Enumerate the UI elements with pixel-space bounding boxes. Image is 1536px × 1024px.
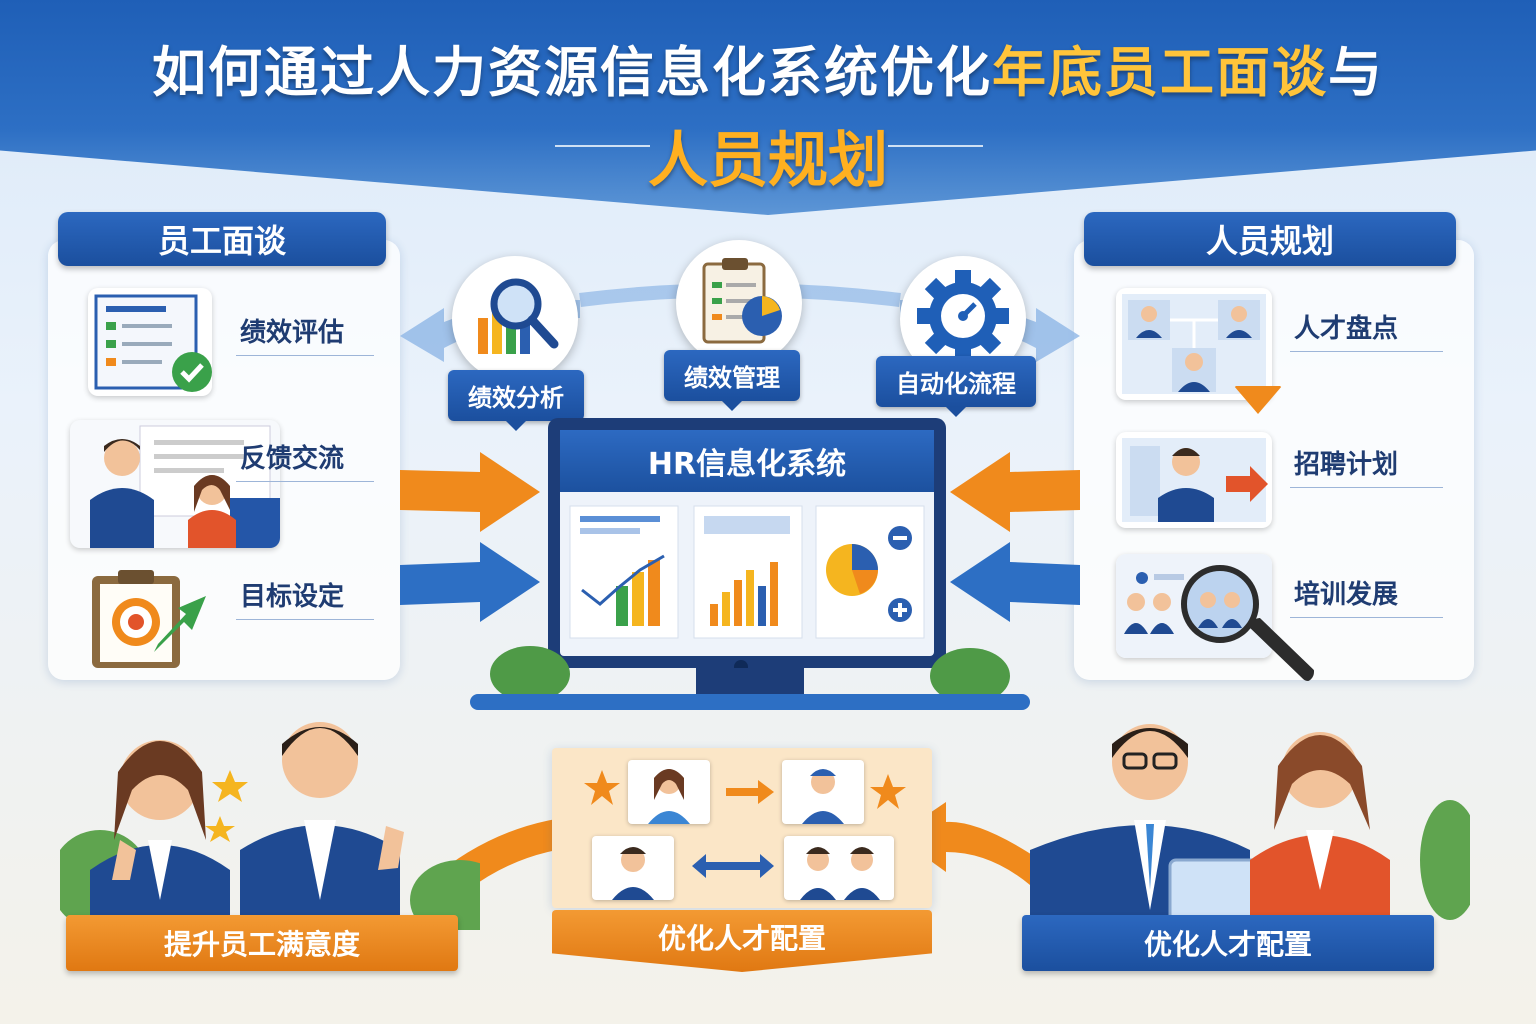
title-main: 如何通过人力资源信息化系统优化 [152, 41, 992, 104]
title-tail: 与 [1328, 41, 1384, 104]
swap-arrow-icon [688, 848, 778, 884]
employee-card-1 [628, 760, 710, 824]
orange-arrow-left [400, 452, 540, 532]
star-icon-small-2 [205, 816, 235, 842]
checklist-document-icon [88, 288, 212, 396]
feature-tag-2: 绩效管理 [664, 350, 800, 411]
right-item-label-3: 培训发展 [1290, 574, 1443, 618]
left-item-label-2: 反馈交流 [236, 438, 374, 482]
right-item-label-2: 招聘计划 [1290, 444, 1443, 488]
right-bottom-banner: 优化人才配置 [1022, 915, 1434, 971]
talent-config-box [552, 748, 932, 908]
star-icon-right [868, 772, 908, 812]
left-item-label-3: 目标设定 [236, 576, 374, 620]
monitor-stand [470, 646, 1030, 710]
staff-planning-title: 人员规划 [1084, 212, 1456, 266]
blue-arrow-left [400, 542, 540, 622]
thumbs-up-left [112, 840, 136, 880]
chart-magnifier-icon [452, 256, 578, 382]
page-subtitle: 人员规划 [648, 126, 888, 196]
employee-card-2 [782, 760, 864, 824]
monitor-screen: HR信息化系统 [560, 430, 934, 656]
employee-card-3 [592, 836, 674, 900]
title-highlight: 年底员工面谈 [992, 41, 1328, 104]
down-arrow-icon [1232, 384, 1284, 416]
hr-system-monitor: HR信息化系统 [548, 418, 946, 674]
star-icon-left [582, 768, 622, 808]
page-title: 如何通过人力资源信息化系统优化年底员工面谈与 [0, 28, 1536, 107]
orange-arrow-right [950, 452, 1080, 532]
employee-card-4 [784, 836, 894, 900]
star-icon-small-1 [212, 770, 248, 802]
team-magnifier-icon [1116, 554, 1272, 658]
feature-tag-3: 自动化流程 [876, 356, 1036, 417]
dashboard-widgets [569, 505, 925, 639]
system-title: HR信息化系统 [560, 430, 934, 492]
title-decoration-left [555, 145, 650, 147]
left-bottom-banner: 提升员工满意度 [66, 915, 458, 971]
happy-employees-illustration [60, 722, 480, 930]
feature-tag-1: 绩效分析 [448, 370, 584, 431]
employee-interview-title: 员工面谈 [58, 212, 386, 266]
arrow-right-icon [722, 774, 776, 810]
target-clipboard-icon [88, 566, 222, 670]
left-item-label-1: 绩效评估 [236, 312, 374, 356]
meeting-people-icon [70, 420, 280, 548]
lower-right-arrow [896, 802, 1040, 885]
clipboard-chart-icon [676, 240, 802, 366]
magnifier-handle-icon [1250, 618, 1314, 682]
blue-arrow-right [950, 542, 1080, 622]
title-decoration-right [888, 145, 983, 147]
planning-team-illustration [1030, 724, 1470, 930]
recruit-person-icon [1116, 432, 1272, 528]
center-banner-label: 优化人才配置 [657, 922, 826, 955]
thumbs-up-right [378, 826, 404, 870]
right-item-label-1: 人才盘点 [1290, 308, 1443, 352]
org-chart-icon [1116, 288, 1272, 400]
